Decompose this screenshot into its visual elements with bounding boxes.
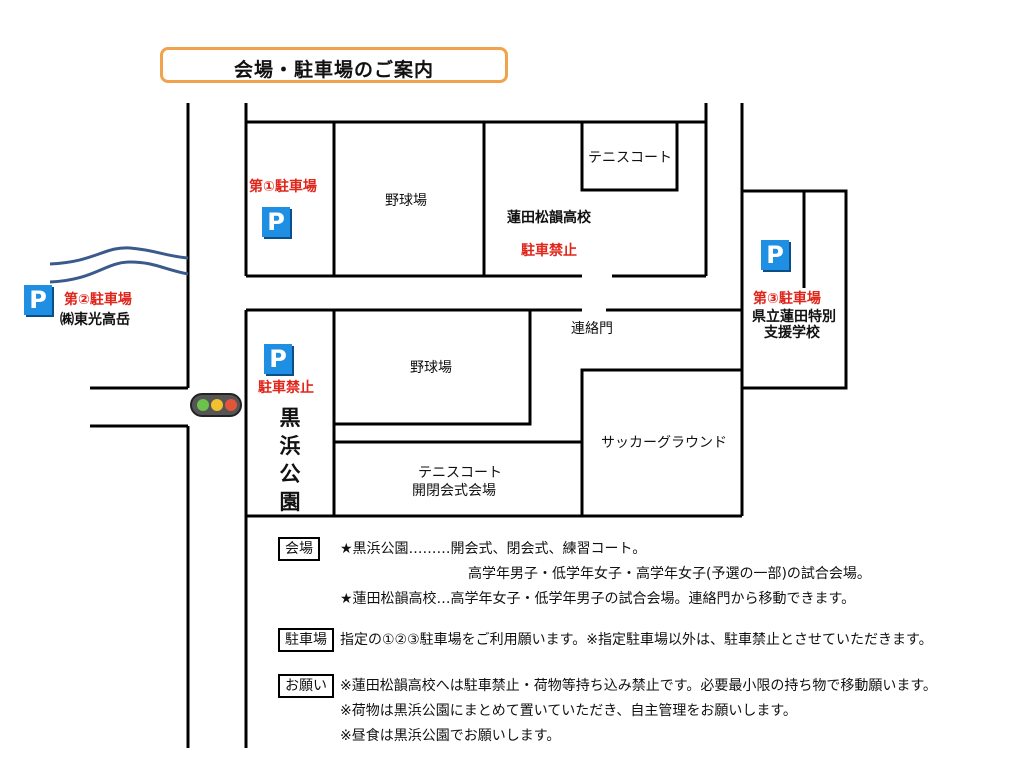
tennis-top-label: テニスコート bbox=[588, 150, 672, 166]
parking1-label: 第①駐車場 bbox=[249, 179, 317, 195]
park-char: 黒 bbox=[279, 406, 301, 430]
soccer-label: サッカーグラウンド bbox=[601, 435, 727, 451]
venue-tag: 会場 bbox=[278, 537, 320, 561]
soccer-box bbox=[580, 368, 742, 516]
tennis-bottom-label-2: 開閉会式会場 bbox=[412, 483, 496, 499]
special-school-box bbox=[740, 189, 848, 390]
company-label: ㈱東光高岳 bbox=[60, 312, 130, 328]
baseball-bottom-label: 野球場 bbox=[410, 360, 452, 376]
traffic-light-icon bbox=[190, 393, 242, 417]
park-char: 浜 bbox=[279, 434, 301, 458]
request-line-2: ※荷物は黒浜公園にまとめて置いていただき、自主管理をお願いします。 bbox=[340, 703, 797, 719]
school-label: 蓮田松韻高校 bbox=[507, 210, 591, 226]
venue-line-3: ★蓮田松韻高校…高学年女子・低学年男子の試合会場。連絡門から移動できます。 bbox=[340, 591, 856, 607]
park-char: 公 bbox=[279, 462, 301, 486]
special-school-label-2: 支援学校 bbox=[764, 325, 820, 341]
baseball-top-label: 野球場 bbox=[385, 193, 427, 209]
request-line-1: ※蓮田松韻高校へは駐車禁止・荷物等持ち込み禁止です。必要最小限の持ち物で移動願い… bbox=[340, 678, 937, 694]
park-name: 黒 浜 公 園 bbox=[278, 404, 302, 516]
parking-sign-icon: P bbox=[761, 240, 789, 270]
school-no-parking-label: 駐車禁止 bbox=[521, 243, 577, 259]
parking-sign-icon: P bbox=[24, 285, 52, 315]
park-no-parking-label: 駐車禁止 bbox=[258, 380, 314, 396]
parking-sign-icon: P bbox=[264, 344, 292, 374]
baseball-lower-box bbox=[334, 310, 532, 426]
parking3-label: 第③駐車場 bbox=[753, 291, 821, 307]
request-line-3: ※昼食は黒浜公園でお願いします。 bbox=[340, 728, 561, 744]
request-tag: お願い bbox=[278, 674, 334, 698]
park-char: 園 bbox=[279, 490, 301, 514]
parking2-label: 第②駐車場 bbox=[64, 292, 132, 308]
title-box: 会場・駐車場のご案内 bbox=[160, 47, 508, 83]
special-school-label-1: 県立蓮田特別 bbox=[752, 309, 836, 325]
venue-line-1: ★黒浜公園………開会式、閉会式、練習コート。 bbox=[340, 541, 647, 557]
page-title: 会場・駐車場のご案内 bbox=[233, 59, 434, 81]
gate-label: 連絡門 bbox=[571, 321, 613, 337]
tennis-bottom-label-1: テニスコート bbox=[418, 465, 502, 481]
parking-tag: 駐車場 bbox=[278, 628, 334, 652]
river-icon bbox=[49, 246, 189, 284]
venue-line-2: 高学年男子・低学年女子・高学年女子(予選の一部)の試合会場。 bbox=[468, 566, 871, 582]
parking-line-1: 指定の①②③駐車場をご利用願います。※指定駐車場以外は、駐車禁止とさせていただき… bbox=[340, 632, 933, 648]
tennis-court-top-box bbox=[580, 120, 679, 192]
parking-sign-icon: P bbox=[262, 207, 290, 237]
